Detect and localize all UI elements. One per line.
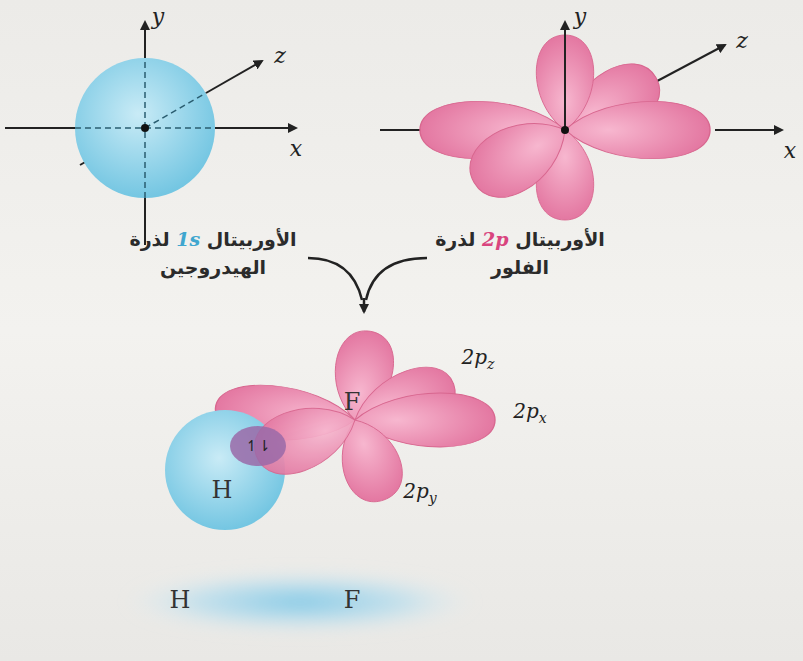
atom-label: H xyxy=(212,476,233,504)
orbital-label: 2py xyxy=(403,479,436,506)
axis-label: x xyxy=(784,138,796,163)
axis-label: z xyxy=(736,28,748,53)
orbital-label: 2px xyxy=(513,399,546,426)
axis-label: y xyxy=(152,3,164,28)
orbital-label: 2pz xyxy=(462,345,495,372)
axis-label: z xyxy=(274,43,286,68)
orbital-caption: الأوربيتال 1s لذرة الهيدروجين xyxy=(126,226,301,281)
p-orbitals xyxy=(380,22,782,220)
orbital-caption: الأوربيتال 2p لذرة الفلور xyxy=(433,226,608,281)
atom-label: F xyxy=(344,586,361,614)
atom-label: H xyxy=(170,586,191,614)
axis-label: x xyxy=(290,136,302,161)
electron-pair: ↿⇂ xyxy=(245,437,270,455)
electron-cloud xyxy=(125,572,475,632)
merge-arrows xyxy=(308,258,427,312)
axis-label: y xyxy=(574,3,586,28)
atom-label: F xyxy=(344,388,361,416)
s-orbital xyxy=(5,22,296,245)
hf-overlap xyxy=(165,326,495,530)
